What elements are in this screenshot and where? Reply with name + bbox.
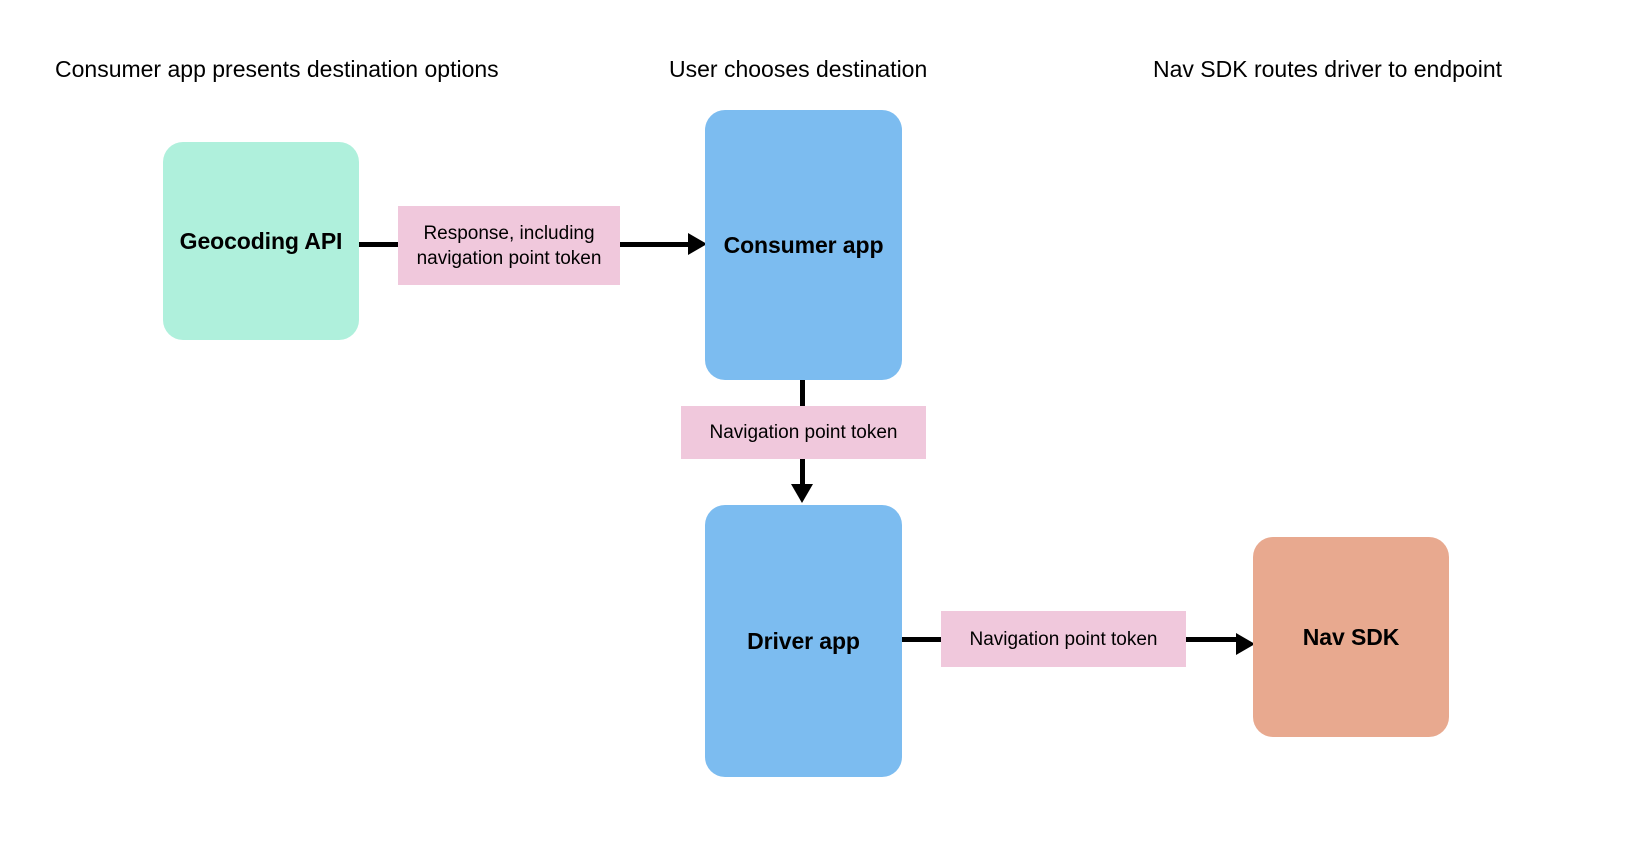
arrowhead-right-icon: [688, 233, 707, 255]
connector-geocoding-to-label: [359, 242, 404, 247]
node-consumer-app-label: Consumer app: [723, 231, 884, 258]
connector-label-to-navsdk: [1185, 637, 1237, 642]
column-header-user-chooses: User chooses destination: [669, 56, 928, 82]
connector-label-to-consumer: [620, 242, 688, 247]
edge-label-consumer-to-driver: Navigation point token: [681, 406, 926, 459]
connector-consumer-to-label: [800, 380, 805, 412]
node-geocoding-api-label: Geocoding API: [179, 227, 343, 254]
node-driver-app-label: Driver app: [747, 627, 860, 654]
node-driver-app[interactable]: Driver app: [705, 505, 902, 777]
edge-label-geocoding-to-consumer: Response, including navigation point tok…: [398, 206, 620, 285]
node-nav-sdk-label: Nav SDK: [1302, 623, 1400, 650]
arrowhead-down-icon: [791, 484, 813, 503]
column-header-consumer-options: Consumer app presents destination option…: [55, 56, 499, 82]
edge-label-driver-to-navsdk: Navigation point token: [941, 611, 1186, 667]
node-nav-sdk[interactable]: Nav SDK: [1253, 537, 1449, 737]
connector-label-to-driver: [800, 459, 805, 492]
column-header-nav-routes: Nav SDK routes driver to endpoint: [1153, 56, 1503, 82]
connector-driver-to-label: [902, 637, 946, 642]
node-geocoding-api[interactable]: Geocoding API: [163, 142, 359, 340]
node-consumer-app[interactable]: Consumer app: [705, 110, 902, 380]
arrowhead-right-icon: [1236, 633, 1255, 655]
